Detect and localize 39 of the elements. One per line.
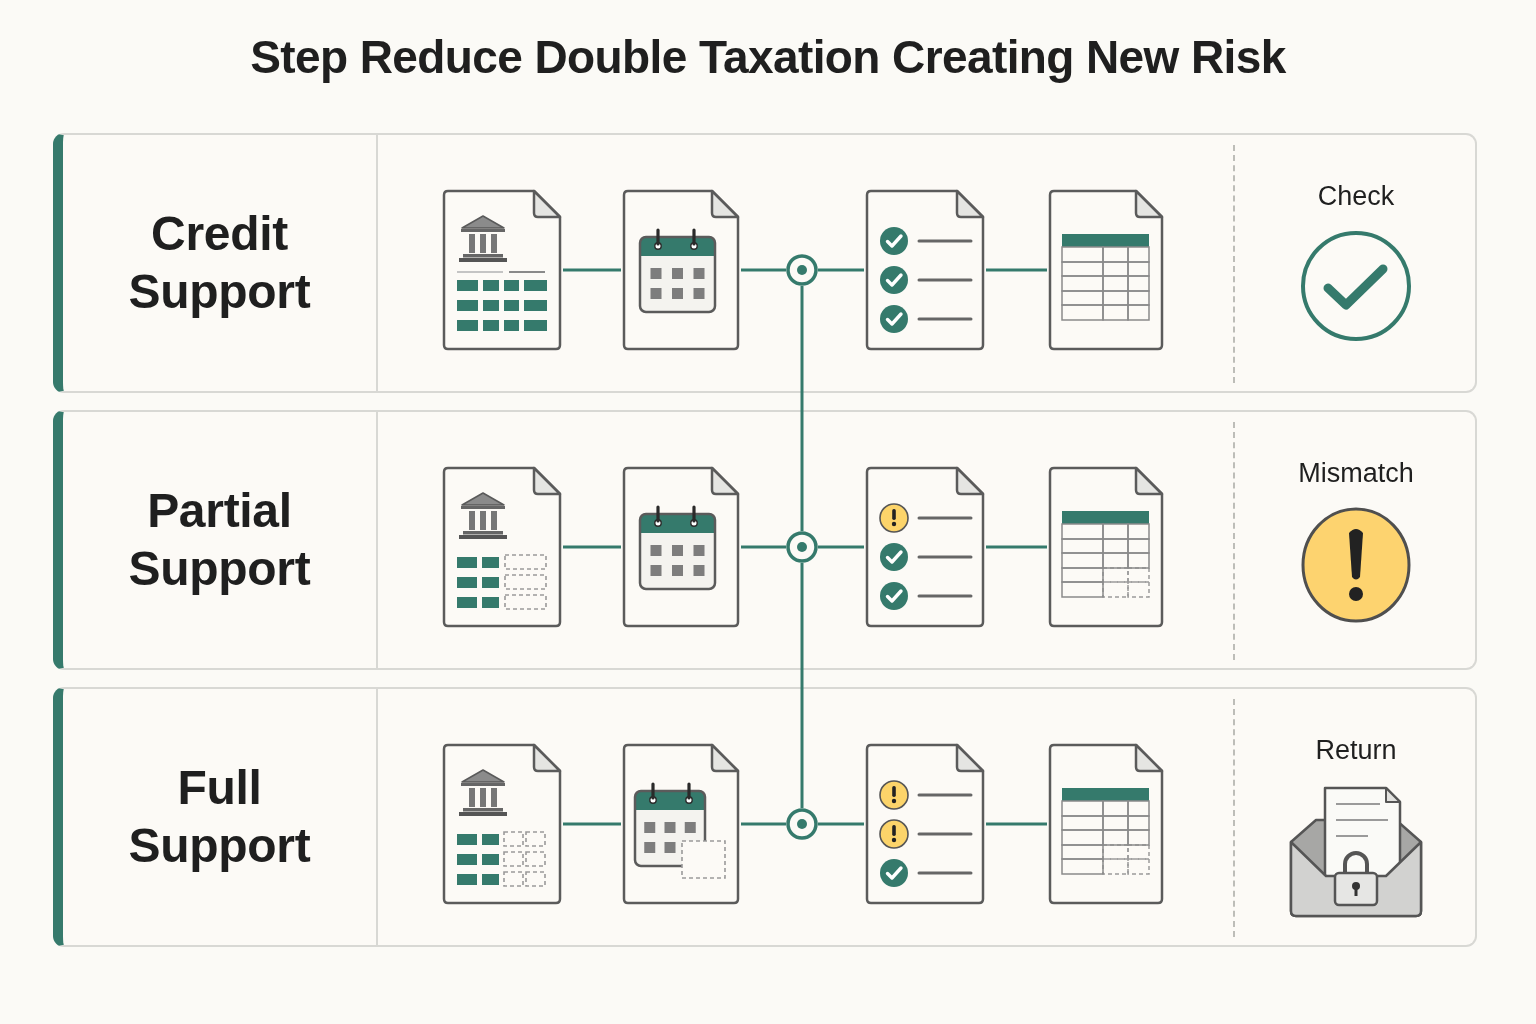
connector-line [563, 545, 621, 549]
connector-line [818, 822, 864, 826]
junction-circle [786, 808, 818, 840]
lane-title: Credit Support [128, 206, 311, 320]
lane-panel [53, 687, 1477, 947]
lane-title: Partial Support [128, 483, 311, 597]
spreadsheet-document-drawing [1047, 465, 1165, 629]
bank-form-drawing [441, 465, 563, 629]
checklist-document [864, 188, 986, 352]
connector-line [800, 563, 804, 808]
connector-line [741, 822, 786, 826]
calendar-document-drawing [621, 188, 741, 352]
connector-line [563, 822, 621, 826]
connector-line [563, 268, 621, 272]
bank-form-drawing [441, 742, 563, 906]
lane-title: Full Support [128, 760, 311, 874]
checklist-document [864, 742, 986, 906]
connector-line [800, 286, 804, 531]
calendar-document-drawing [621, 465, 741, 629]
calendar-document-drawing [621, 742, 741, 906]
connector-line [741, 545, 786, 549]
junction-circle [786, 254, 818, 286]
spreadsheet-document-drawing [1047, 188, 1165, 352]
diagram-title: Step Reduce Double Taxation Creating New Risk [250, 30, 1286, 85]
lane-panel [53, 410, 1477, 670]
outcome-label: Check [1317, 180, 1395, 212]
connector-line [986, 268, 1047, 272]
connector-line [818, 545, 864, 549]
connector-line [986, 822, 1047, 826]
connector-line [986, 545, 1047, 549]
outcome-label: Mismatch [1298, 457, 1414, 489]
bank-form-drawing [441, 188, 563, 352]
outcome-label: Return [1315, 734, 1397, 766]
junction-circle [786, 531, 818, 563]
checklist-document [864, 465, 986, 629]
connector-line [741, 268, 786, 272]
spreadsheet-document-drawing [1047, 742, 1165, 906]
connector-line [818, 268, 864, 272]
lane-panel [53, 133, 1477, 393]
